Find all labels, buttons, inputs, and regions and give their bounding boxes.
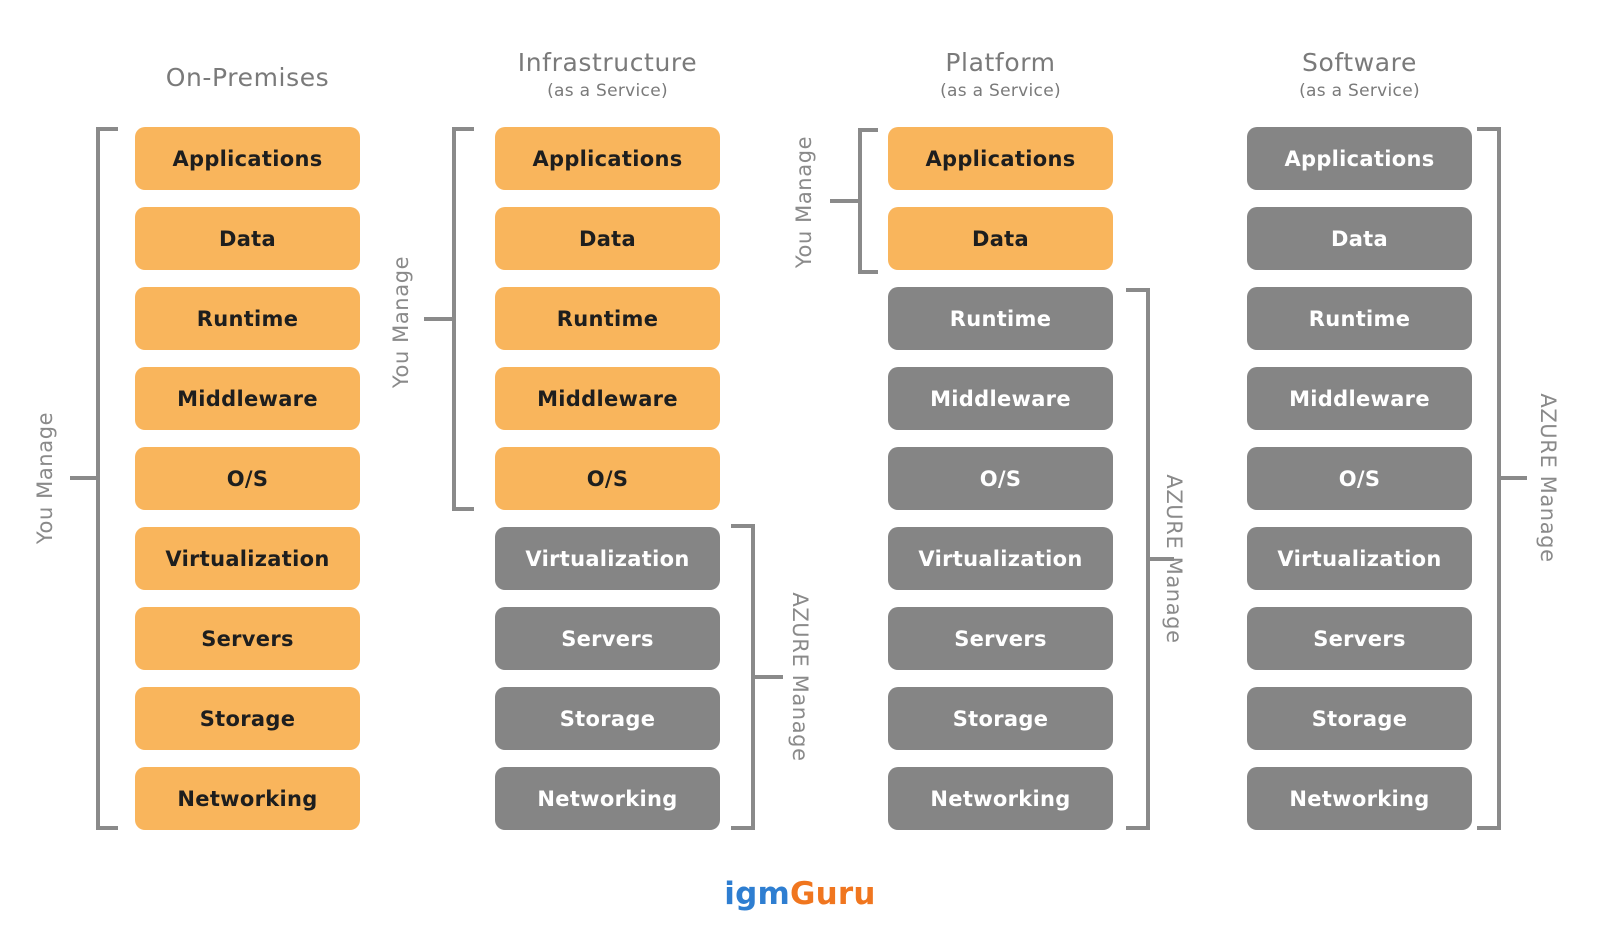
azure-manage-label: AZURE Manage: [1536, 393, 1560, 563]
layer-box-networking: Networking: [888, 767, 1113, 830]
layer-box-os: O/S: [888, 447, 1113, 510]
bracket-tick: [830, 199, 860, 203]
layer-box-runtime: Runtime: [1247, 287, 1472, 350]
layer-box-applications: Applications: [1247, 127, 1472, 190]
bracket-tick: [70, 476, 98, 480]
bracket-azure-manage-iaas: [731, 524, 755, 830]
logo-text-igm: igm: [724, 876, 791, 912]
layer-box-servers: Servers: [888, 607, 1113, 670]
column-title-on-premises: On-Premises: [165, 63, 330, 92]
layer-box-data: Data: [135, 207, 360, 270]
column-platform: Applications Data Runtime Middleware O/S…: [888, 127, 1113, 830]
you-manage-label: You Manage: [792, 135, 816, 269]
layer-box-storage: Storage: [495, 687, 720, 750]
logo-text-guru: Guru: [790, 876, 876, 912]
layer-box-os: O/S: [135, 447, 360, 510]
layer-box-runtime: Runtime: [135, 287, 360, 350]
column-title-software: Software: [1301, 48, 1417, 77]
layer-box-os: O/S: [1247, 447, 1472, 510]
layer-box-os: O/S: [495, 447, 720, 510]
column-title-platform: Platform: [945, 48, 1056, 77]
layer-box-data: Data: [888, 207, 1113, 270]
you-manage-label: You Manage: [33, 411, 57, 545]
layer-box-servers: Servers: [1247, 607, 1472, 670]
bracket-tick: [753, 675, 783, 679]
column-title-infrastructure: Infrastructure: [517, 48, 698, 77]
layer-box-middleware: Middleware: [135, 367, 360, 430]
layer-box-runtime: Runtime: [495, 287, 720, 350]
bracket-azure-manage-paas: [1126, 288, 1150, 830]
layer-box-data: Data: [495, 207, 720, 270]
layer-box-storage: Storage: [135, 687, 360, 750]
layer-box-virtualization: Virtualization: [135, 527, 360, 590]
bracket-tick: [1499, 476, 1527, 480]
bracket-tick: [1148, 557, 1174, 561]
layer-box-applications: Applications: [495, 127, 720, 190]
layer-box-networking: Networking: [495, 767, 720, 830]
azure-manage-label: AZURE Manage: [1162, 474, 1186, 644]
bracket-you-manage-iaas: [452, 127, 474, 511]
layer-box-data: Data: [1247, 207, 1472, 270]
bracket-azure-manage-saas: [1477, 127, 1501, 830]
layer-box-networking: Networking: [135, 767, 360, 830]
column-subtitle-infrastructure: (as a Service): [547, 81, 668, 101]
column-on-premises: Applications Data Runtime Middleware O/S…: [135, 127, 360, 830]
column-infrastructure: Applications Data Runtime Middleware O/S…: [495, 127, 720, 830]
layer-box-virtualization: Virtualization: [1247, 527, 1472, 590]
column-software: Applications Data Runtime Middleware O/S…: [1247, 127, 1472, 830]
layer-box-networking: Networking: [1247, 767, 1472, 830]
bracket-you-manage-paas: [858, 128, 878, 274]
layer-box-virtualization: Virtualization: [888, 527, 1113, 590]
layer-box-applications: Applications: [135, 127, 360, 190]
layer-box-servers: Servers: [135, 607, 360, 670]
layer-box-storage: Storage: [888, 687, 1113, 750]
layer-box-middleware: Middleware: [495, 367, 720, 430]
layer-box-virtualization: Virtualization: [495, 527, 720, 590]
layer-box-applications: Applications: [888, 127, 1113, 190]
layer-box-middleware: Middleware: [888, 367, 1113, 430]
you-manage-label: You Manage: [389, 255, 413, 389]
layer-box-storage: Storage: [1247, 687, 1472, 750]
layer-box-middleware: Middleware: [1247, 367, 1472, 430]
bracket-tick: [424, 317, 454, 321]
igmguru-logo: igmGuru: [0, 876, 1600, 912]
layer-box-servers: Servers: [495, 607, 720, 670]
azure-manage-label: AZURE Manage: [788, 592, 812, 762]
layer-box-runtime: Runtime: [888, 287, 1113, 350]
column-subtitle-platform: (as a Service): [940, 81, 1061, 101]
bracket-you-manage-on-premises: [96, 127, 118, 830]
column-subtitle-software: (as a Service): [1299, 81, 1420, 101]
